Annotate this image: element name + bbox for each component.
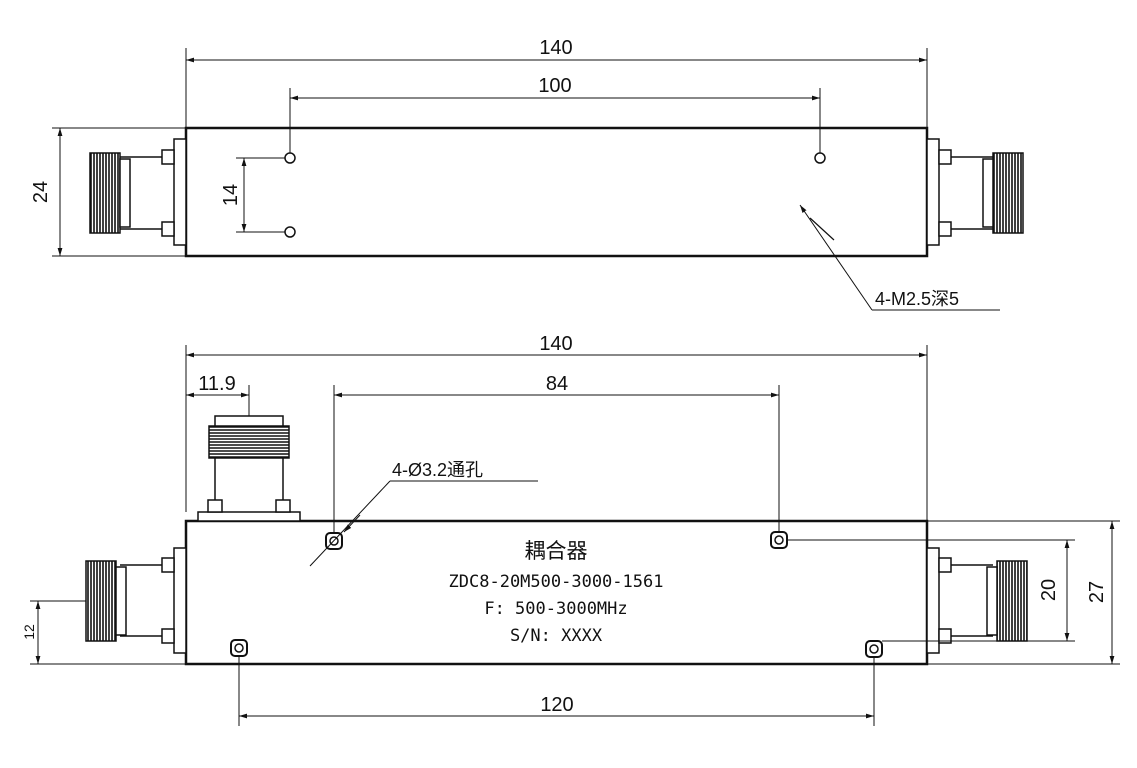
top-left-connector (89, 138, 187, 246)
front-view-labels: 140 11.9 84 120 12 20 27 4-Ø3.2通孔 耦合器 ZD… (21, 333, 1108, 716)
front-dim-27: 27 (1086, 581, 1108, 603)
top-hole (284, 152, 296, 164)
top-hole (814, 152, 826, 164)
top-view-body (184, 126, 929, 258)
front-left-connector (85, 547, 187, 654)
through-hole (770, 531, 788, 549)
front-top-connector (197, 415, 301, 522)
front-callout-holes: 4-Ø3.2通孔 (392, 460, 483, 480)
front-dim-140: 140 (539, 333, 572, 355)
product-model-label: ZDC8-20M500-3000-1561 (449, 572, 664, 592)
through-hole (230, 639, 248, 657)
top-dim-14: 14 (220, 184, 242, 206)
front-dim-12: 12 (21, 624, 37, 640)
top-dim-100: 100 (538, 75, 571, 97)
through-hole (865, 640, 883, 658)
front-dim-20: 20 (1038, 579, 1060, 601)
product-name-label: 耦合器 (525, 539, 588, 563)
product-frequency-label: F: 500-3000MHz (484, 599, 627, 619)
top-hole (284, 226, 296, 238)
front-dim-120: 120 (540, 694, 573, 716)
product-serial-label: S/N: XXXX (510, 626, 603, 646)
top-callout-holes: 4-M2.5深5 (875, 289, 959, 309)
top-view-labels: 140 100 14 24 4-M2.5深5 (30, 37, 959, 309)
front-view (30, 345, 1120, 726)
top-view (52, 48, 1024, 311)
top-dim-24: 24 (30, 181, 52, 203)
front-dim-84: 84 (546, 373, 568, 395)
front-dim-11-9: 11.9 (198, 373, 235, 395)
front-right-connector (926, 547, 1028, 654)
top-right-connector (926, 138, 1024, 246)
top-dim-140: 140 (539, 37, 572, 59)
